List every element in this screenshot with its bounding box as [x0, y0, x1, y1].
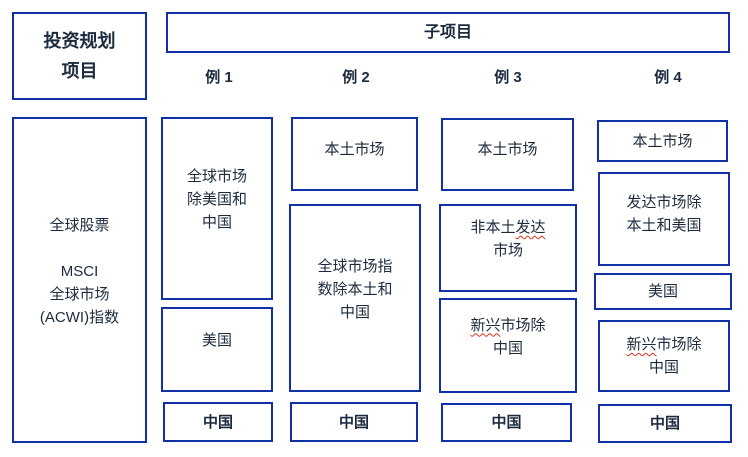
subprojects-header-box: 子项目	[166, 12, 730, 53]
box-ex4-home-market: 本土市场	[597, 120, 728, 162]
box-ex4-china: 中国	[598, 404, 732, 443]
misspelled-text: 新兴	[470, 316, 501, 334]
box-ex4-emerging-ex-china: 新兴市场除 中国	[598, 320, 730, 392]
box-ex1-global-ex-us-china: 全球市场 除美国和 中国	[161, 117, 273, 300]
box-ex2-home-market: 本土市场	[291, 117, 418, 191]
misspelled-text: 新兴	[626, 336, 657, 353]
cell-text: 市场除	[500, 316, 546, 334]
box-ex4-us: 美国	[594, 273, 732, 310]
column-header-ex2: 例 2	[342, 69, 370, 86]
box-ex3-home-market: 本土市场	[441, 118, 574, 191]
box-ex2-china: 中国	[290, 402, 418, 442]
benchmark-global-equity-acwi-box: 全球股票 MSCI 全球市场 (ACWI)指数	[12, 117, 147, 443]
box-ex1-us: 美国	[161, 307, 273, 392]
column-header-ex4: 例 4	[654, 69, 682, 86]
cell-line: 中国	[648, 359, 679, 376]
misspelled-text: 发达	[515, 219, 546, 236]
cell-text: 非本土	[470, 219, 516, 236]
cell-line: 新兴市场除	[626, 333, 701, 356]
box-ex3-china: 中国	[441, 403, 572, 442]
box-ex3-non-home-developed-markets: 非本土发达 市场	[439, 204, 577, 292]
cell-line: 新兴市场除	[470, 314, 545, 337]
cell-line: 中国	[492, 339, 523, 357]
box-ex4-developed-ex-home-us: 发达市场除 本土和美国	[598, 172, 730, 266]
cell-text: 市场除	[656, 336, 702, 353]
cell-line: 非本土发达	[470, 216, 545, 239]
box-ex2-global-index-ex-home-china: 全球市场指 数除本土和 中国	[289, 204, 421, 392]
cell-line: 市场	[492, 242, 523, 259]
box-ex1-china: 中国	[163, 402, 273, 442]
column-header-ex3: 例 3	[494, 69, 522, 86]
column-header-ex1: 例 1	[205, 69, 233, 86]
investment-planning-title-box: 投资规划 项目	[12, 12, 147, 100]
box-ex3-emerging-ex-china: 新兴市场除 中国	[439, 298, 577, 393]
